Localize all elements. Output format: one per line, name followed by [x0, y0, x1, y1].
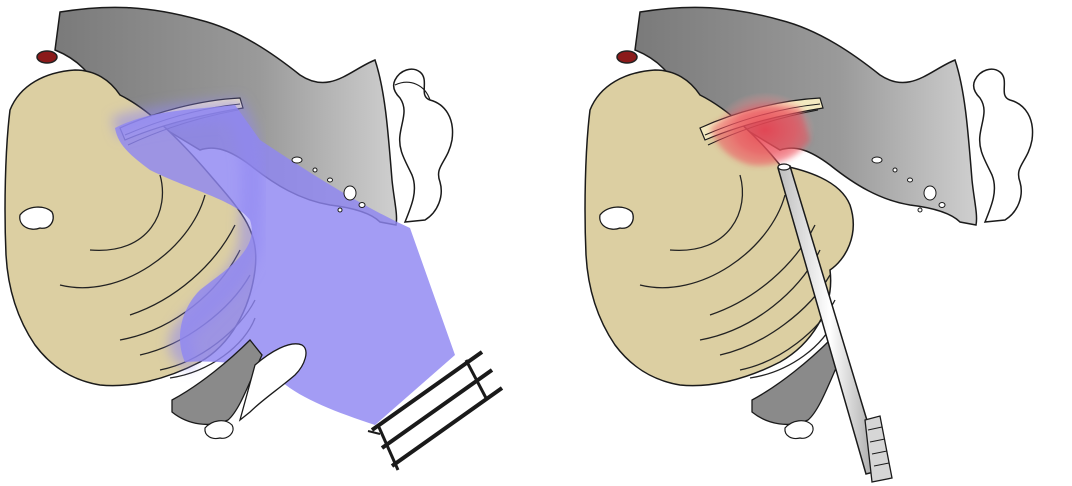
left-panel [5, 7, 502, 470]
cavity-right [600, 207, 633, 229]
vessel-icon-right [617, 51, 637, 63]
right-panel [585, 7, 1032, 482]
vessel-icon [37, 51, 57, 63]
ear-outline-right [974, 69, 1033, 222]
ear-outline [394, 69, 453, 222]
cavity [20, 207, 53, 229]
